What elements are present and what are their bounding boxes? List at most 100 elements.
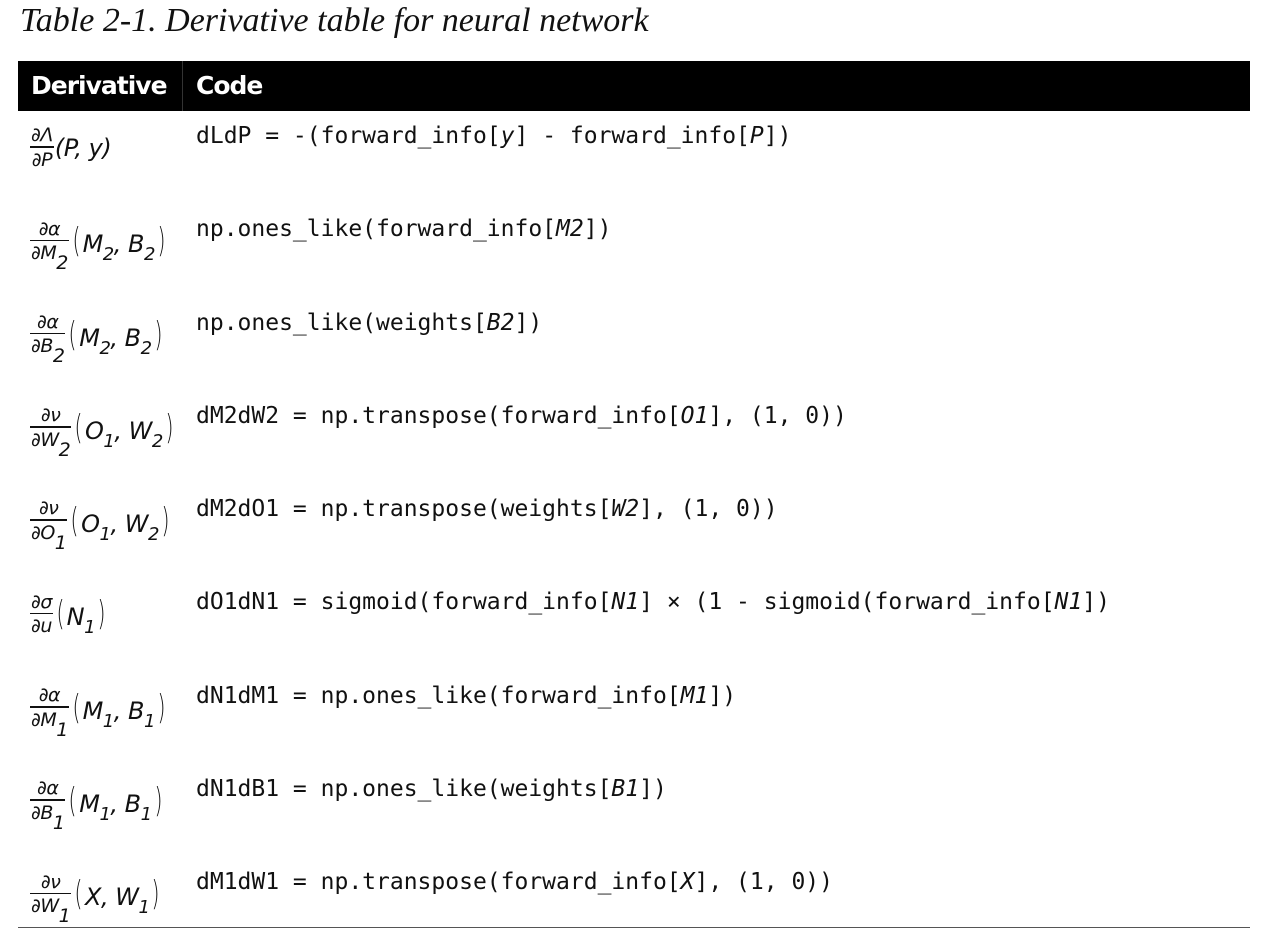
header-code: Code <box>196 71 263 100</box>
arg-variable: N <box>66 603 85 632</box>
code-suffix: ]) <box>763 123 792 149</box>
code-cell: dLdP = -(forward_info[y] - forward_info[… <box>196 123 791 149</box>
table-row: ∂α∂B2(M2, B2)np.ones_like(weights[B2]) <box>18 298 1250 391</box>
derivative-cell: ∂α∂M2(M2, B2) <box>30 210 168 273</box>
derivative-cell: ∂α∂M1(M1, B1) <box>30 677 168 739</box>
derivative-cell: ∂ν∂O1(O1, W2) <box>30 490 172 552</box>
derivative-arguments: (O1, W2) <box>68 504 171 544</box>
fraction-denominator: ∂W2 <box>30 428 71 460</box>
code-key: X <box>680 869 695 896</box>
fraction-bar <box>30 146 54 148</box>
table-row: ∂α∂M1(M1, B1)dN1dM1 = np.ones_like(forwa… <box>18 671 1250 764</box>
right-paren: ) <box>157 687 166 728</box>
fraction-numerator: ∂α <box>37 310 59 333</box>
arg-subscript: 1 <box>140 804 152 826</box>
arg-comma: , <box>110 323 125 352</box>
derivative-cell: ∂α∂B2(M2, B2) <box>30 304 164 366</box>
partial-fraction: ∂ν∂O1 <box>30 497 68 553</box>
table-row: ∂Λ∂P(P, y) dLdP = -(forward_info[y] - for… <box>18 111 1250 204</box>
derivative-table: Derivative Code ∂Λ∂P(P, y) dLdP = -(forwa… <box>18 61 1250 951</box>
fraction-numerator: ∂α <box>38 684 61 707</box>
code-key: B2 <box>486 309 515 336</box>
fraction-denominator: ∂B1 <box>30 801 65 833</box>
code-key: B1 <box>611 776 640 803</box>
arg-variable: W <box>128 416 153 445</box>
table-row: ∂ν∂O1(O1, W2) dM2dO1 = np.transpose(weigh… <box>18 484 1250 577</box>
arg-variable: B <box>128 230 144 259</box>
arg-comma: , <box>114 416 129 445</box>
arg-variable: O <box>81 510 100 539</box>
arg-variable: W <box>124 510 149 539</box>
denominator-symbol: ∂P <box>31 148 53 171</box>
code-cell: dM1dW1 = np.transpose(forward_info[X], (… <box>196 869 833 895</box>
derivative-arguments: (M1, B1) <box>70 687 168 731</box>
arg-subscript: 2 <box>140 337 152 359</box>
fraction-bar <box>30 332 66 335</box>
denominator-subscript: 1 <box>56 718 68 741</box>
arg-comma: , <box>110 510 125 539</box>
code-cell: dM2dW2 = np.transpose(forward_info[O1], … <box>196 403 847 429</box>
fraction-numerator: ∂ν <box>40 404 61 427</box>
partial-fraction: ∂ν∂W1 <box>30 871 72 926</box>
arg-variable: B <box>124 323 141 352</box>
arg-comma: , <box>100 883 116 912</box>
arg-variable: B <box>128 696 144 725</box>
arg-comma: , <box>74 134 89 162</box>
partial-fraction: ∂α∂B2 <box>30 310 66 366</box>
arg-variable: M <box>79 790 100 819</box>
derivative-arguments: (M1, B1) <box>66 781 164 824</box>
code-prefix: dN1dB1 = np.ones_like(weights[ <box>196 776 612 803</box>
arg-subscript: 1 <box>84 617 96 639</box>
arg-variable: y <box>88 134 103 162</box>
left-paren: ( <box>74 874 83 915</box>
denominator-subscript: 1 <box>58 905 71 928</box>
denominator-subscript: 2 <box>58 438 71 461</box>
partial-fraction: ∂α∂M1 <box>30 684 69 740</box>
denominator-symbol: ∂W <box>31 428 59 451</box>
code-suffix: ], (1, 0)) <box>708 402 847 429</box>
table-body: ∂Λ∂P(P, y) dLdP = -(forward_info[y] - for… <box>18 111 1250 951</box>
arg-subscript: 2 <box>151 430 163 452</box>
code-suffix: ]) <box>1082 589 1110 616</box>
code-cell: dM2dO1 = np.transpose(weights[W2], (1, 0… <box>196 496 778 522</box>
fraction-numerator: ∂α <box>37 777 59 800</box>
fraction-numerator: ∂ν <box>38 497 59 520</box>
code-key: W2 <box>611 496 640 523</box>
header-divider <box>182 61 183 111</box>
arg-comma: , <box>110 790 125 819</box>
fraction-denominator: ∂M2 <box>30 241 69 273</box>
header-derivative: Derivative <box>31 71 168 100</box>
partial-fraction: ∂Λ∂P <box>30 124 54 172</box>
denominator-symbol: ∂M <box>31 708 57 731</box>
code-suffix: ], (1, 0)) <box>694 869 833 896</box>
code-prefix: dM2dO1 = np.transpose(weights[ <box>196 496 612 523</box>
derivative-arguments: (N1) <box>54 594 108 637</box>
code-suffix: ]) <box>583 216 612 243</box>
derivative-arguments: (P, y) <box>55 134 112 162</box>
fraction-bar <box>30 892 72 895</box>
fraction-bar <box>30 706 69 708</box>
fraction-denominator: ∂M1 <box>30 708 69 740</box>
table-row: ∂σ∂u(N1)dO1dN1 = sigmoid(forward_info[N1… <box>18 577 1250 670</box>
arg-variable: M <box>79 323 100 352</box>
derivative-cell: ∂ν∂W1(X, W1) <box>30 863 162 926</box>
derivative-arguments: (M2, B2) <box>70 224 168 264</box>
denominator-symbol: ∂B <box>31 801 53 824</box>
fraction-bar <box>30 519 68 521</box>
code-prefix: np.ones_like(forward_info[ <box>196 216 557 243</box>
denominator-subscript: 1 <box>52 811 65 834</box>
code-middle: ] - forward_info[ <box>514 123 750 149</box>
denominator-subscript: 2 <box>56 252 68 275</box>
derivative-cell: ∂Λ∂P(P, y) <box>30 117 112 179</box>
table-header: Derivative Code <box>18 61 1250 111</box>
left-paren: ( <box>56 594 65 635</box>
code-key: M1 <box>680 682 709 709</box>
arg-variable: X <box>84 883 101 912</box>
code-key: M2 <box>556 216 584 243</box>
derivative-arguments: (O1, W2) <box>72 411 175 451</box>
code-prefix: dM2dW2 = np.transpose(forward_info[ <box>196 402 681 429</box>
fraction-denominator: ∂O1 <box>30 521 67 553</box>
code-suffix: ]) <box>639 776 667 803</box>
left-paren: ( <box>69 781 77 822</box>
arg-comma: , <box>113 230 129 259</box>
